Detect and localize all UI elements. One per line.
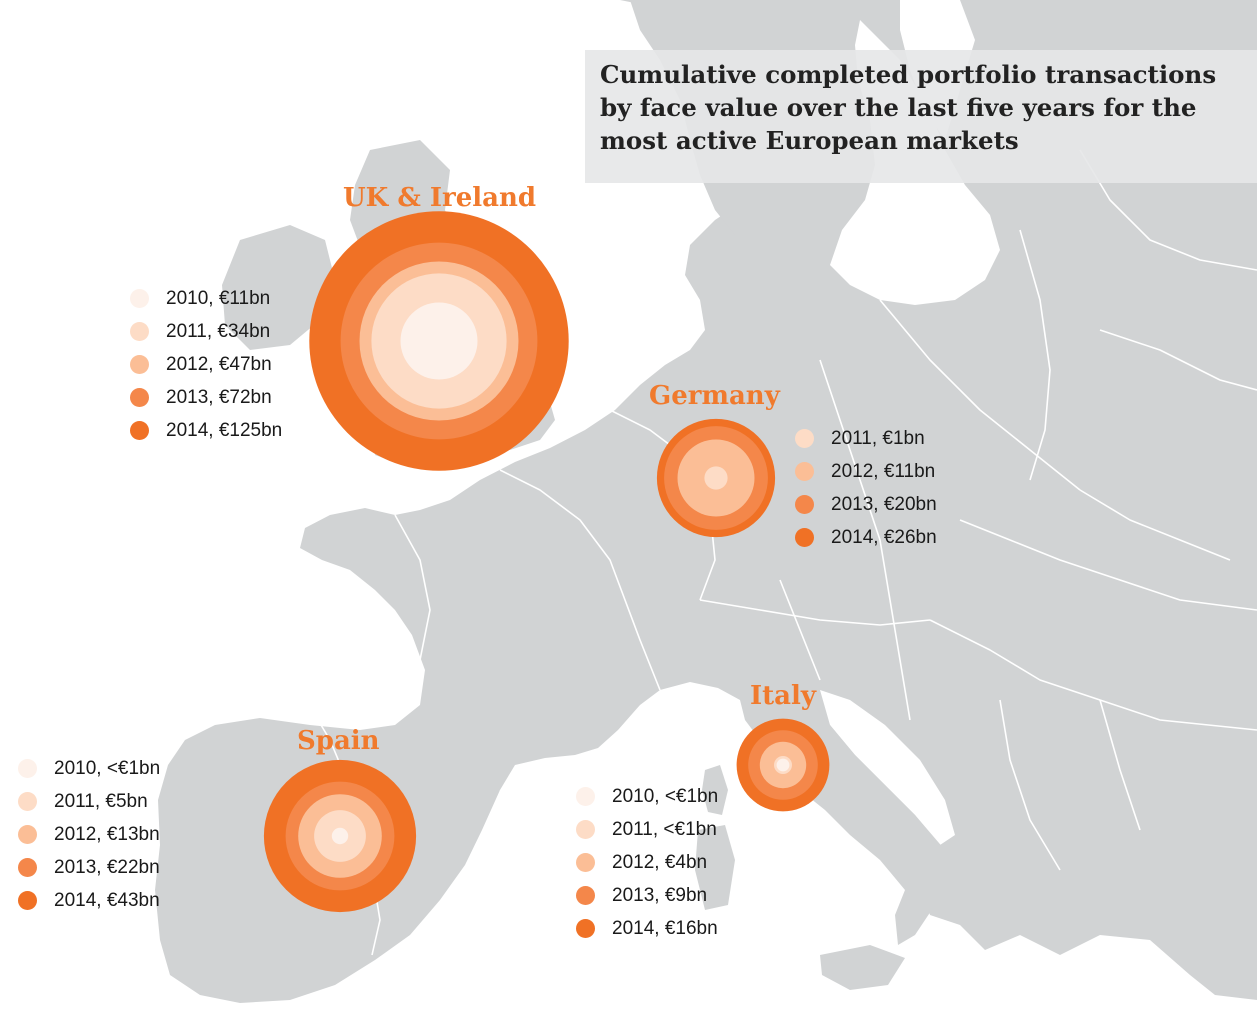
legend-label: 2013, €9bn — [612, 885, 708, 906]
legend-item-uk-2012: 2012, €47bn — [130, 348, 282, 381]
legend-item-uk-2010: 2010, €11bn — [130, 282, 282, 315]
bubble-spain-2010 — [331, 827, 349, 845]
legend-label: 2010, <€1bn — [612, 786, 719, 807]
legend-swatch — [576, 919, 595, 938]
legend-swatch — [576, 787, 595, 806]
landmass-ireland — [222, 225, 335, 350]
legend-label: 2012, €4bn — [612, 852, 708, 873]
bubble-uk-2010 — [400, 302, 478, 380]
legend-uk: 2010, €11bn 2011, €34bn 2012, €47bn 2013… — [130, 282, 282, 447]
legend-label: 2014, €16bn — [612, 918, 718, 939]
legend-label: 2011, €1bn — [831, 428, 925, 449]
region-label-spain: Spain — [297, 726, 380, 756]
title-panel — [585, 50, 1257, 183]
legend-swatch — [130, 289, 149, 308]
legend-swatch — [130, 322, 149, 341]
legend-label: 2013, €72bn — [166, 387, 272, 408]
legend-swatch — [18, 858, 37, 877]
legend-swatch — [18, 792, 37, 811]
bubble-group-uk — [309, 211, 569, 471]
map-title: Cumulative completed portfolio transacti… — [600, 60, 1217, 155]
legend-label: 2012, €13bn — [54, 824, 160, 845]
bubble-germany-2011 — [704, 466, 728, 490]
legend-swatch — [18, 891, 37, 910]
legend-germany: 2011, €1bn 2012, €11bn 2013, €20bn 2014,… — [795, 422, 937, 554]
region-label-uk: UK & Ireland — [343, 183, 537, 213]
legend-swatch — [795, 495, 814, 514]
legend-label: 2011, <€1bn — [612, 819, 717, 840]
legend-swatch — [576, 853, 595, 872]
legend-item-spain-2013: 2013, €22bn — [18, 851, 160, 884]
legend-label: 2013, €22bn — [54, 857, 160, 878]
bay-of-biscay — [160, 545, 385, 705]
legend-label: 2010, €11bn — [166, 288, 271, 309]
legend-item-germany-2013: 2013, €20bn — [795, 488, 937, 521]
legend-item-italy-2014: 2014, €16bn — [576, 912, 718, 945]
legend-label: 2014, €125bn — [166, 420, 283, 441]
legend-item-italy-2011: 2011, <€1bn — [576, 813, 718, 846]
legend-spain: 2010, <€1bn 2011, €5bn 2012, €13bn 2013,… — [18, 752, 160, 917]
legend-item-germany-2012: 2012, €11bn — [795, 455, 937, 488]
legend-swatch — [130, 388, 149, 407]
legend-swatch — [130, 421, 149, 440]
legend-item-germany-2014: 2014, €26bn — [795, 521, 937, 554]
legend-label: 2012, €11bn — [831, 461, 936, 482]
legend-swatch — [18, 825, 37, 844]
legend-label: 2014, €43bn — [54, 890, 160, 911]
legend-label: 2011, €5bn — [54, 791, 148, 812]
island-sardinia — [695, 825, 735, 910]
region-label-italy: Italy — [750, 681, 817, 711]
legend-item-italy-2012: 2012, €4bn — [576, 846, 718, 879]
legend-swatch — [795, 462, 814, 481]
legend-item-spain-2012: 2012, €13bn — [18, 818, 160, 851]
bubble-italy-2010 — [776, 758, 790, 772]
island-corsica — [702, 765, 728, 815]
bubble-group-italy — [736, 718, 830, 812]
bubble-layer — [263, 211, 830, 913]
legend-swatch — [576, 820, 595, 839]
legend-item-spain-2010: 2010, <€1bn — [18, 752, 160, 785]
adriatic-sea — [820, 690, 955, 845]
legend-swatch — [130, 355, 149, 374]
legend-item-uk-2014: 2014, €125bn — [130, 414, 282, 447]
legend-italy: 2010, <€1bn 2011, <€1bn 2012, €4bn 2013,… — [576, 780, 718, 945]
legend-label: 2012, €47bn — [166, 354, 272, 375]
legend-item-spain-2014: 2014, €43bn — [18, 884, 160, 917]
legend-item-italy-2013: 2013, €9bn — [576, 879, 718, 912]
legend-item-uk-2011: 2011, €34bn — [130, 315, 282, 348]
legend-label: 2014, €26bn — [831, 527, 937, 548]
legend-swatch — [795, 429, 814, 448]
bubble-group-germany — [656, 418, 776, 538]
legend-label: 2011, €34bn — [166, 321, 271, 342]
legend-label: 2010, <€1bn — [54, 758, 161, 779]
legend-swatch — [795, 528, 814, 547]
legend-item-germany-2011: 2011, €1bn — [795, 422, 937, 455]
legend-item-italy-2010: 2010, <€1bn — [576, 780, 718, 813]
legend-item-spain-2011: 2011, €5bn — [18, 785, 160, 818]
legend-label: 2013, €20bn — [831, 494, 937, 515]
island-sicily — [820, 945, 905, 990]
bubble-group-spain — [263, 759, 417, 913]
legend-swatch — [18, 759, 37, 778]
region-label-germany: Germany — [649, 381, 780, 411]
legend-swatch — [576, 886, 595, 905]
legend-item-uk-2013: 2013, €72bn — [130, 381, 282, 414]
